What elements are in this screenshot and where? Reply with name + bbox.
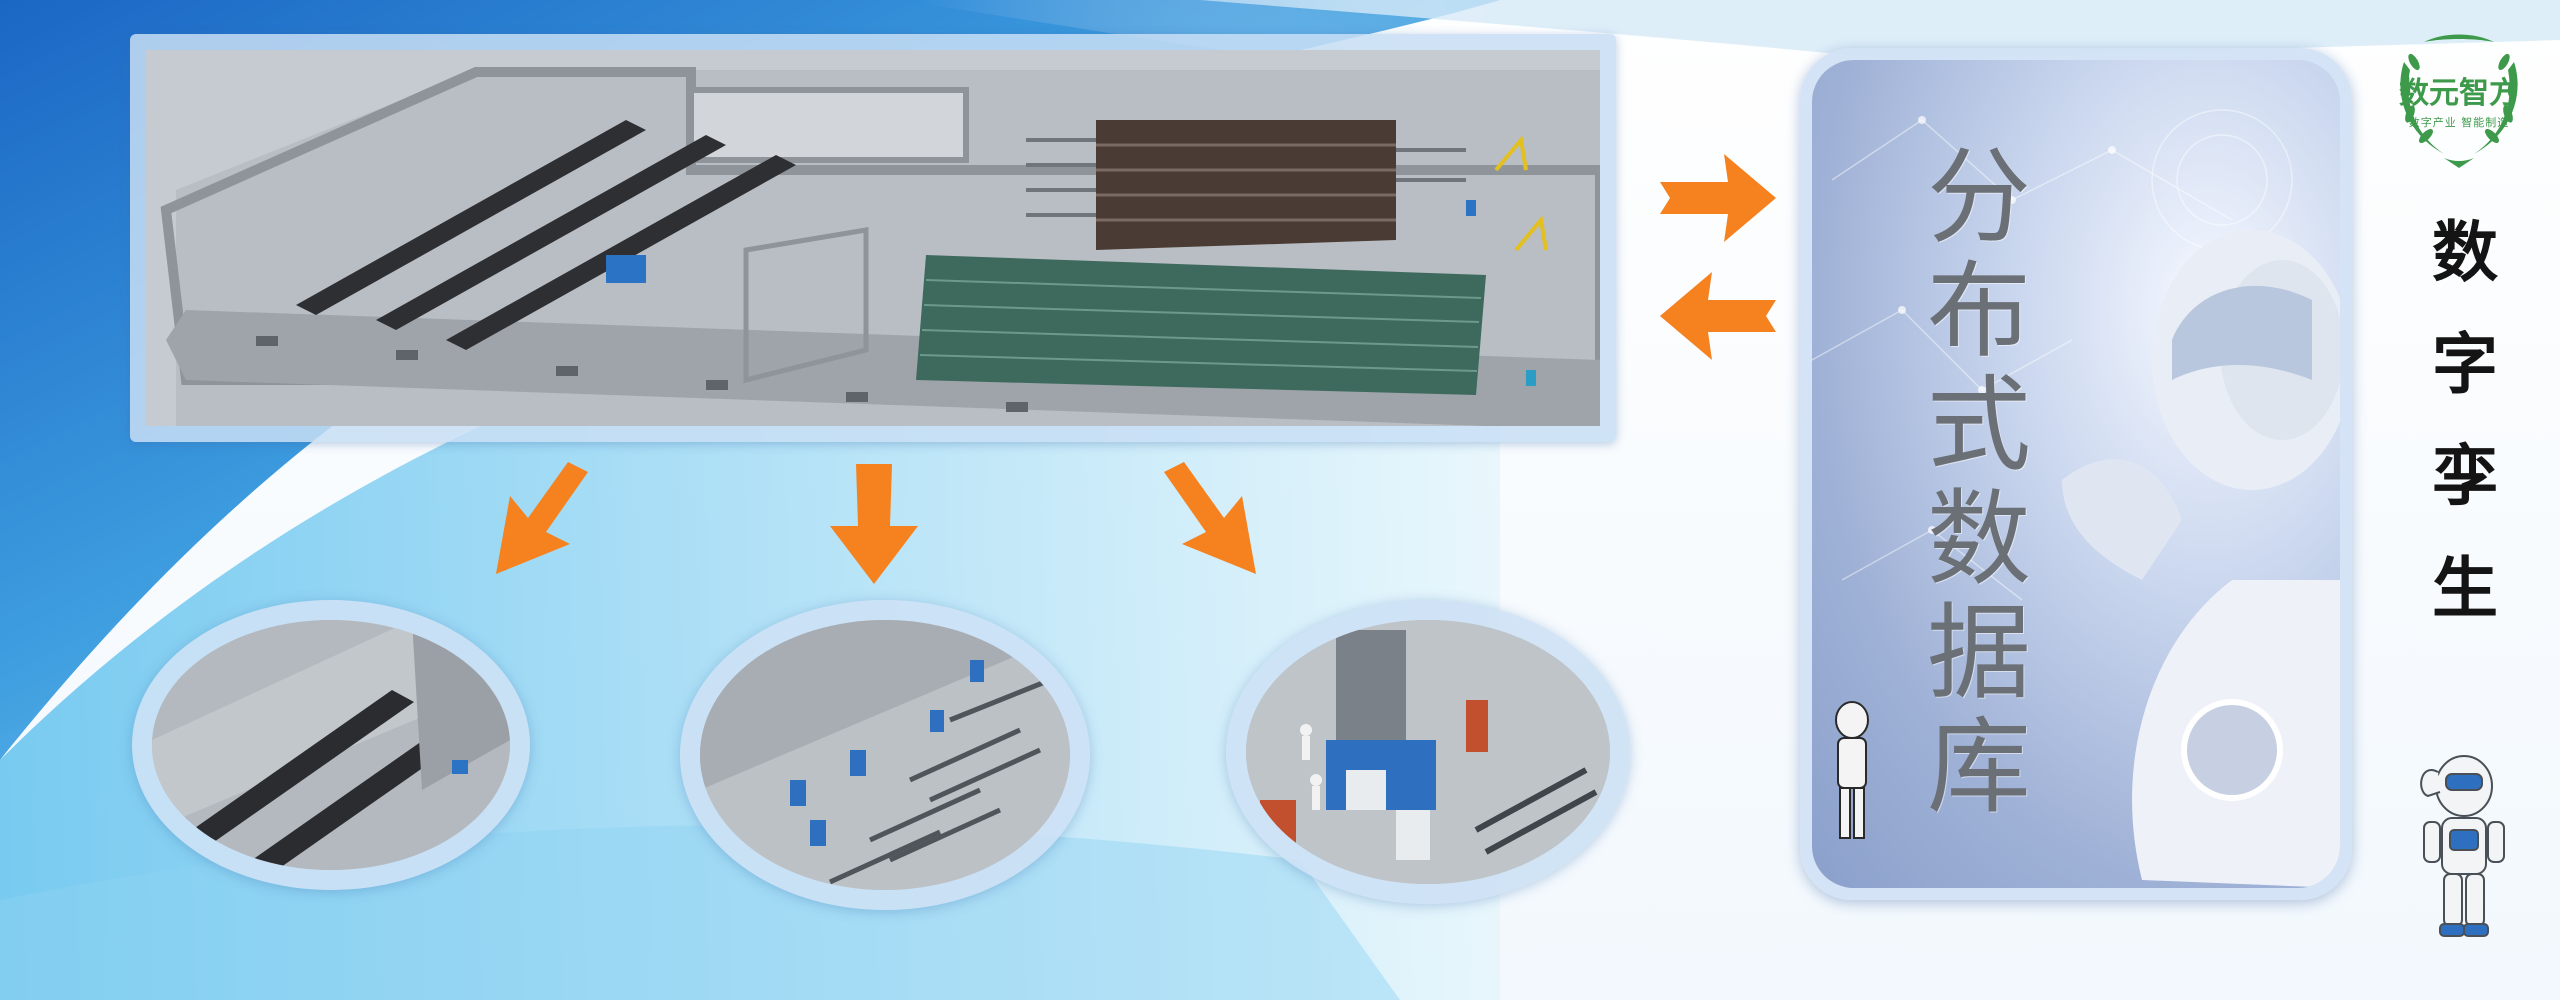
title-char: 式 xyxy=(1926,364,2031,486)
title-char: 数 xyxy=(1926,478,2031,600)
title-char: 分 xyxy=(1926,136,2031,258)
side-title-char: 孪 xyxy=(2432,437,2498,515)
digital-twin-title: 数 字 孪 生 xyxy=(2420,196,2510,644)
warehouse-overview-frame xyxy=(130,34,1616,442)
distributed-database-panel: 分 布 式 数 据 库 xyxy=(1800,48,2352,900)
side-title-char: 字 xyxy=(2432,325,2498,403)
title-char: 据 xyxy=(1926,592,2031,714)
logo-tagline: 数字产业 智能制造 xyxy=(2408,116,2510,129)
side-title-char: 生 xyxy=(2432,549,2498,627)
detail-image-agv xyxy=(1246,620,1610,884)
arrow-right-icon xyxy=(1660,154,1776,242)
company-logo: 数元智方 数字产业 智能制造 xyxy=(2384,22,2534,172)
small-robot-icon xyxy=(2420,755,2505,937)
distributed-database-title: 分 布 式 数 据 库 xyxy=(1924,140,2034,824)
conveyors-closeup-render xyxy=(700,620,1070,890)
detail-image-racks xyxy=(152,620,510,870)
agv-closeup-render xyxy=(1246,620,1610,884)
logo-name: 数元智方 xyxy=(2399,76,2519,111)
racks-closeup-render xyxy=(152,620,510,870)
robot-image: 分 布 式 数 据 库 xyxy=(1812,60,2340,888)
detail-oval-conveyors xyxy=(680,600,1090,910)
arrow-left-icon xyxy=(1660,272,1776,360)
side-title-char: 数 xyxy=(2432,213,2498,291)
warehouse-3d-render xyxy=(146,50,1600,426)
detail-oval-racks xyxy=(132,600,530,890)
arrow-down-icon xyxy=(830,464,918,584)
arrow-down-left-icon xyxy=(496,462,588,574)
ai-robot-illustration xyxy=(1812,109,2340,888)
detail-image-conveyors xyxy=(700,620,1070,890)
arrow-down-right-icon xyxy=(1164,462,1256,574)
wheat-wreath-icon xyxy=(2400,34,2518,168)
title-char: 布 xyxy=(1926,250,2031,372)
warehouse-overview-image xyxy=(146,50,1600,426)
detail-oval-agv xyxy=(1226,600,1630,904)
title-char: 库 xyxy=(1926,706,2031,828)
